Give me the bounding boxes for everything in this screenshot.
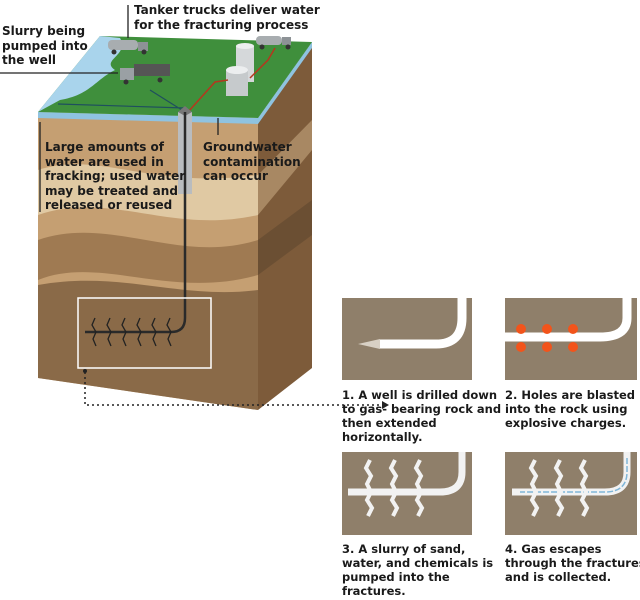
rock-layer [258, 200, 312, 275]
rock-layer [38, 164, 258, 221]
step-caption-4: 4. Gas escapes through the fractures and… [505, 542, 640, 584]
groundwater-label: Groundwater contamination can occur [203, 140, 301, 183]
wellhead-icon [178, 106, 192, 116]
detail-pointer [84, 372, 382, 406]
groundwater-band-side [258, 42, 312, 124]
step-caption-2: 2. Holes are blasted into the rock using… [505, 388, 636, 430]
tanker-label: Tanker trucks deliver water for the frac… [134, 3, 320, 32]
slurry-label: Slurry being pumped into the well [2, 24, 88, 67]
step-panel-3 [342, 452, 472, 535]
tanker-truck-icon [108, 40, 148, 55]
pond [38, 36, 123, 112]
tanker-truck-icon [256, 36, 291, 50]
step-panel-4 [505, 452, 637, 535]
step-panel-1 [342, 298, 472, 380]
rock-layer [38, 280, 258, 410]
rock-layer [38, 232, 258, 283]
supply-line [187, 47, 276, 113]
step-caption-3: 3. A slurry of sand, water, and chemical… [342, 542, 494, 598]
storage-tank-icon [226, 43, 254, 96]
water-usage-label: Large amounts of water are used in frack… [45, 140, 186, 212]
rock-layer [258, 120, 312, 215]
slurry-line [57, 89, 186, 113]
leader-lines [0, 5, 219, 212]
detail-highlight-box [77, 297, 212, 369]
groundwater-band [38, 112, 258, 124]
fractures [91, 317, 172, 347]
pump-truck-icon [120, 64, 170, 85]
arrow-head-icon [382, 401, 389, 409]
blast-icon [516, 324, 578, 352]
step-panel-2 [505, 298, 637, 380]
step-caption-1: 1. A well is drilled down to gas- bearin… [342, 388, 502, 444]
